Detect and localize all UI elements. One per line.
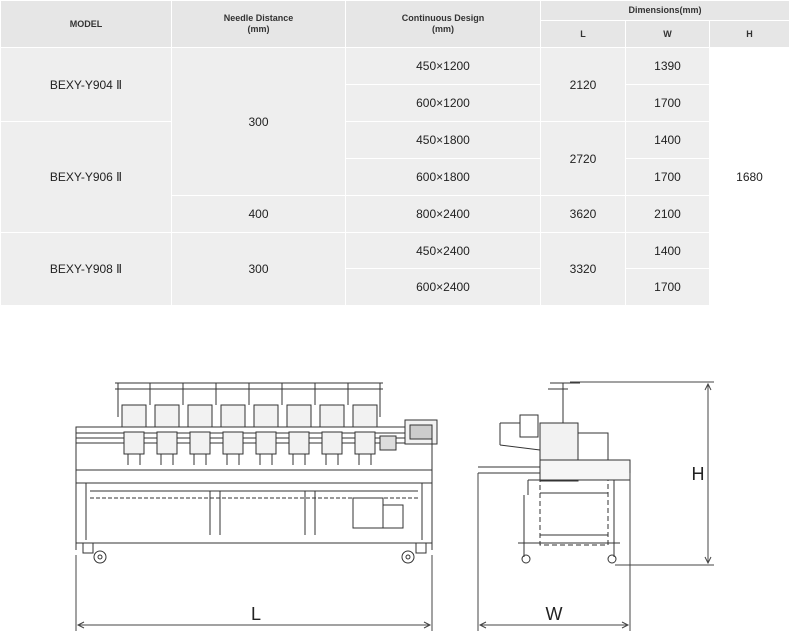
model-header: MODEL xyxy=(0,0,172,48)
design-cell: 450×1200 xyxy=(345,47,541,85)
length-cell: 3320 xyxy=(540,232,626,306)
design-cell: 600×2400 xyxy=(345,268,541,306)
height-dimension-label: H xyxy=(692,464,705,484)
continuous-design-header-unit: (mm) xyxy=(432,24,454,34)
length-cell: 2720 xyxy=(540,121,626,196)
length-dimension-label: L xyxy=(251,604,261,624)
length-cell: 3620 xyxy=(540,195,626,233)
design-cell: 600×1800 xyxy=(345,158,541,196)
front-view-drawing xyxy=(75,382,438,564)
continuous-design-header-label: Continuous Design xyxy=(401,13,485,23)
dimension-lines xyxy=(75,381,714,631)
model-cell: BEXY-Y908 Ⅱ xyxy=(0,232,172,306)
width-cell: 1700 xyxy=(625,84,710,122)
length-header: L xyxy=(540,20,626,48)
width-cell: 1700 xyxy=(625,268,710,306)
model-cell: BEXY-Y906 Ⅱ xyxy=(0,121,172,233)
width-cell: 1400 xyxy=(625,121,710,159)
needle-distance-header-unit: (mm) xyxy=(247,24,270,34)
machine-dimension-drawing: L W H xyxy=(75,381,714,631)
needle-distance-cell: 300 xyxy=(171,232,346,306)
width-cell: 1700 xyxy=(625,158,710,196)
needle-distance-cell: 300 xyxy=(171,47,346,196)
design-cell: 600×1200 xyxy=(345,84,541,122)
specifications-table: MODEL Needle Distance (mm) Continuous De… xyxy=(0,0,789,306)
width-cell: 2100 xyxy=(625,195,710,233)
continuous-design-header: Continuous Design (mm) xyxy=(345,0,541,48)
design-cell: 450×1800 xyxy=(345,121,541,159)
needle-distance-header-label: Needle Distance xyxy=(223,13,294,23)
length-cell: 2120 xyxy=(540,47,626,122)
width-dimension-label: W xyxy=(546,604,563,624)
side-view-drawing xyxy=(478,382,631,564)
height-cell: 1680 xyxy=(709,47,789,306)
needle-distance-header: Needle Distance (mm) xyxy=(171,0,346,48)
needle-distance-cell: 400 xyxy=(171,195,346,233)
design-cell: 800×2400 xyxy=(345,195,541,233)
design-cell: 450×2400 xyxy=(345,232,541,269)
width-header: W xyxy=(625,20,710,48)
dimensions-header: Dimensions(mm) xyxy=(540,0,789,21)
width-cell: 1400 xyxy=(625,232,710,269)
model-cell: BEXY-Y904 Ⅱ xyxy=(0,47,172,122)
height-header: H xyxy=(709,20,789,48)
width-cell: 1390 xyxy=(625,47,710,85)
